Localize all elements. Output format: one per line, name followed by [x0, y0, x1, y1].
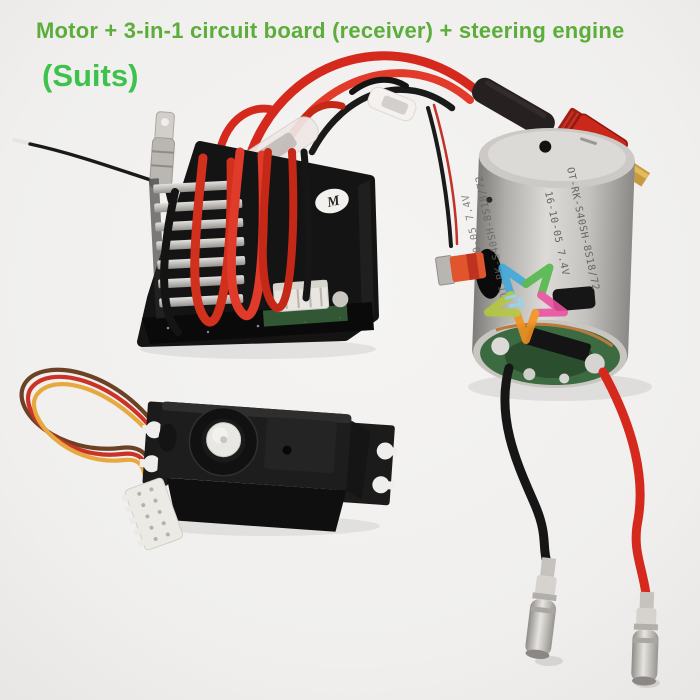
- photo-title-caption: Motor + 3-in-1 circuit board (receiver) …: [36, 18, 625, 43]
- servo-plug-connector: [120, 477, 184, 551]
- motor-black-wire: [500, 363, 552, 567]
- suits-caption: (Suits): [42, 58, 139, 93]
- motor-endcap-pcb: [473, 319, 628, 389]
- bullet-connector-black-lead: [525, 557, 557, 659]
- motor-vent: [552, 286, 596, 312]
- servo-screw: [282, 445, 292, 455]
- copper-lead: [495, 322, 614, 348]
- diode: [525, 327, 591, 361]
- servo-body-front: [166, 477, 347, 532]
- heat-shrink-sleeve: [471, 77, 555, 138]
- motor-red-wire: [598, 367, 651, 599]
- motor-port-sticker: M: [315, 188, 349, 214]
- motor-power-wires: [500, 363, 651, 599]
- bullet-connector-red-lead: [631, 591, 659, 686]
- board-front-wires: [160, 147, 313, 336]
- spade-terminal: [149, 111, 175, 189]
- circuit-board-photo: M: [137, 141, 379, 347]
- white-connector-piece: [367, 86, 417, 122]
- star-watermark: [484, 263, 568, 344]
- sticker-m-label: M: [325, 193, 342, 211]
- motor-photo: OT-RK-S40SH-8S18/72 16-10-05 7.4V OT-RK-…: [435, 127, 635, 389]
- servo-photo: [19, 367, 398, 551]
- servo-wire-ribbon: [19, 367, 166, 499]
- motor-capacitor-wires: [426, 103, 459, 248]
- motor-capacitor: [435, 252, 487, 286]
